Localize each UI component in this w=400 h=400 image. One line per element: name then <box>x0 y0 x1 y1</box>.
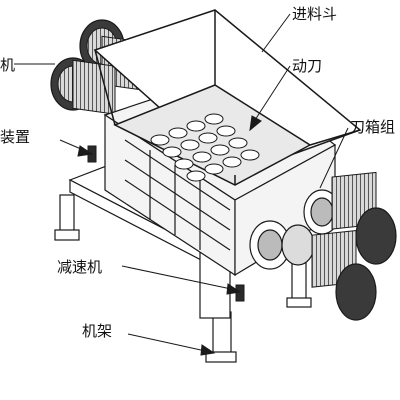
leader-lines <box>14 13 349 356</box>
label-reducer: 减速机 <box>57 258 103 276</box>
label-motor: 机 <box>0 56 16 74</box>
label-blade-box: 刀箱组 <box>350 118 396 136</box>
right-motor-upper <box>331 171 397 265</box>
label-moving-blade: 动刀 <box>292 57 323 75</box>
reducer-gearbox <box>249 189 341 270</box>
rotating-blades <box>150 113 260 182</box>
label-feed-hopper: 进料斗 <box>292 5 338 23</box>
left-motor-lower <box>50 57 116 115</box>
label-machine-frame: 机架 <box>82 322 113 340</box>
label-device: 装置 <box>0 128 31 146</box>
right-motor-lower <box>311 230 377 321</box>
